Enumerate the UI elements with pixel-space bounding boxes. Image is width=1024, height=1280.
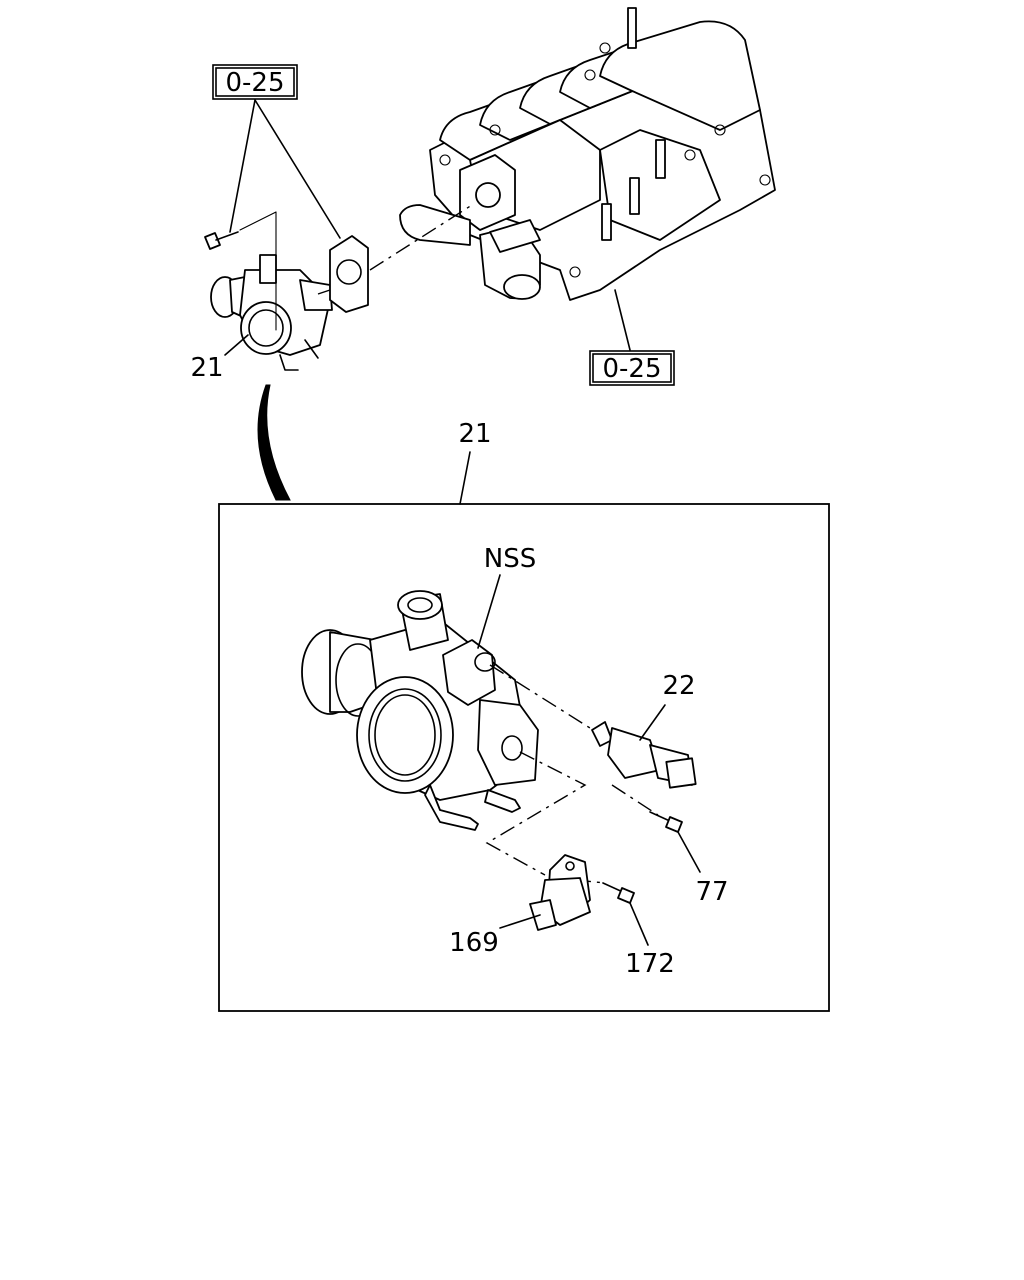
- assembly-line-sensor: [485, 751, 587, 876]
- callout-nss: NSS: [484, 544, 536, 574]
- leader-ref-mid: [614, 289, 631, 351]
- assembly-line-bolt: [239, 211, 277, 331]
- intake-manifold: [399, 7, 776, 301]
- leader-detail-21: [459, 451, 471, 505]
- nss-gasket: [442, 639, 496, 706]
- callout-21-upper: 21: [190, 353, 223, 383]
- detail-title-21: 21: [458, 419, 491, 449]
- ref-label-mid: 0-25: [602, 354, 661, 384]
- callout-172: 172: [625, 949, 675, 979]
- leader-22: [639, 704, 666, 741]
- assembly-line-valve: [489, 664, 591, 729]
- leader-21-upper: [224, 334, 249, 356]
- ref-box-top: 0-25: [212, 64, 298, 100]
- callout-169: 169: [449, 928, 499, 958]
- leader-ref-top: [229, 99, 341, 239]
- callout-77: 77: [695, 877, 728, 907]
- ref-box-mid: 0-25: [589, 350, 675, 386]
- leader-169: [499, 914, 541, 929]
- leader-172: [629, 902, 649, 946]
- leader-nss: [477, 574, 501, 649]
- callout-22: 22: [662, 671, 695, 701]
- throttle-body-small: [210, 254, 333, 371]
- screw-77: [649, 811, 683, 833]
- ref-label-top: 0-25: [225, 68, 284, 98]
- assembly-line-manifold: [317, 204, 473, 295]
- screw-172: [602, 882, 635, 904]
- idle-air-control-valve: [591, 721, 697, 789]
- gasket-small: [329, 235, 369, 313]
- detail-arrow: [257, 384, 291, 501]
- throttle-body-large: [301, 590, 539, 831]
- assembly-line-screw77: [611, 784, 659, 816]
- leader-77: [677, 831, 701, 873]
- throttle-position-sensor: [529, 854, 591, 931]
- detail-frame: [218, 503, 830, 1012]
- bolt-small: [204, 231, 239, 250]
